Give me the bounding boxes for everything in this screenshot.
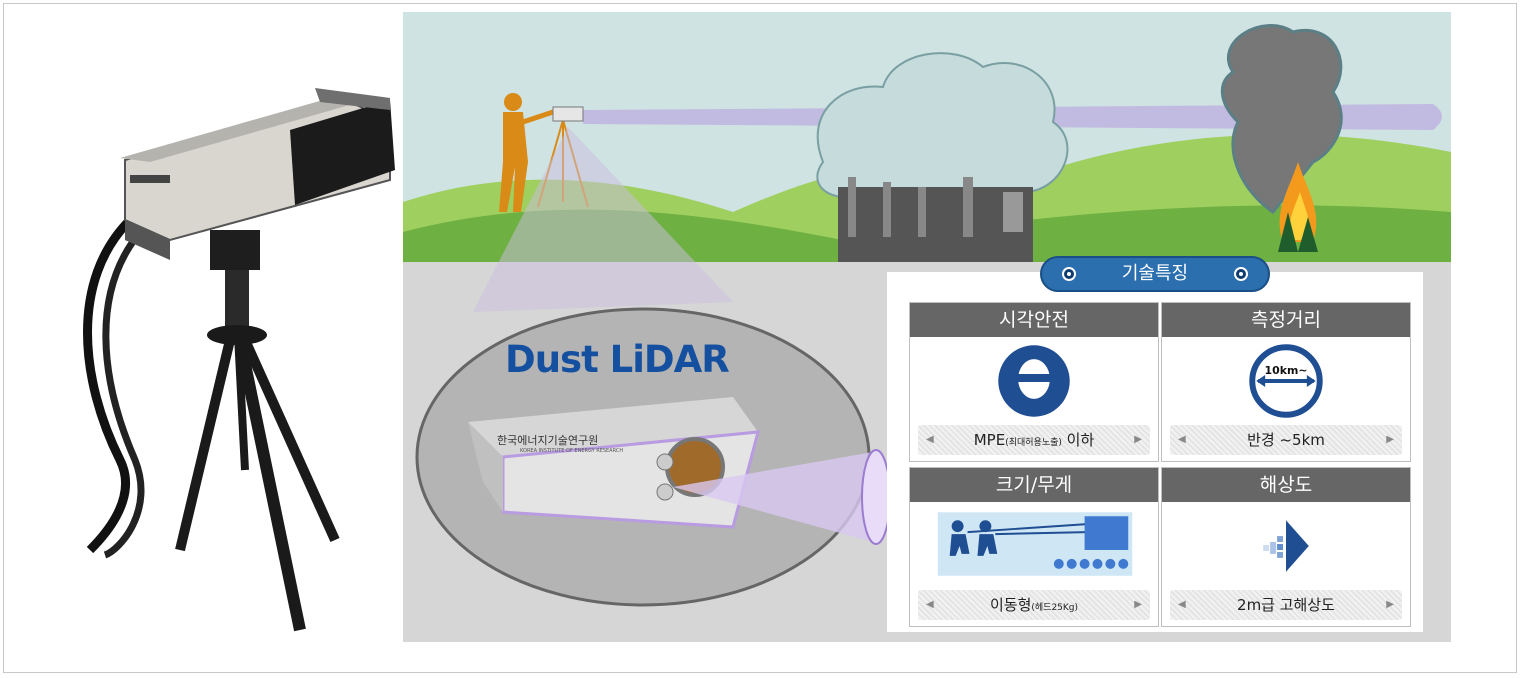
pulling-load-icon xyxy=(937,512,1133,576)
arrow-left-icon: ◀ xyxy=(1178,599,1186,610)
feature-value-main: 2m급 고해상도 xyxy=(1237,596,1335,614)
feature-title: 크기/무게 xyxy=(910,468,1158,502)
range-circle-icon: 10km~ xyxy=(1249,344,1323,418)
device-brand-en: KOREA INSTITUTE OF ENERGY RESEARCH xyxy=(520,448,624,454)
feature-value-sub: (헤드25Kg) xyxy=(1031,603,1079,613)
range-icon-label: 10km~ xyxy=(1265,364,1308,377)
feature-card-visual-safety: 시각안전 ◀ MPE(최대허용노출) 이하 ▶ xyxy=(909,302,1159,462)
arrow-right-icon: ▶ xyxy=(1386,434,1394,445)
feature-value-main: 이동형 xyxy=(989,596,1032,614)
pill-dot-left xyxy=(1062,267,1076,281)
feature-value-tail: 이하 xyxy=(1066,431,1095,449)
arrow-left-icon: ◀ xyxy=(926,434,934,445)
arrow-left-icon: ◀ xyxy=(926,599,934,610)
arrow-right-icon: ▶ xyxy=(1386,599,1394,610)
feature-title: 측정거리 xyxy=(1162,303,1410,337)
figure-frame xyxy=(3,3,1517,673)
feature-value: ◀ 2m급 고해상도 ▶ xyxy=(1170,590,1402,620)
feature-title: 시각안전 xyxy=(910,303,1158,337)
resolution-diamond-icon xyxy=(1263,520,1309,572)
feature-title: 해상도 xyxy=(1162,468,1410,502)
device-brand-ko: 한국에너지기술연구원 xyxy=(497,434,599,447)
device-brand-label: 한국에너지기술연구원 xyxy=(497,432,598,448)
feature-value-main: MPE xyxy=(973,431,1006,449)
feature-value: ◀ MPE(최대허용노출) 이하 ▶ xyxy=(918,425,1150,455)
panel-title: 기술특징 xyxy=(1121,263,1189,284)
product-title: Dust LiDAR xyxy=(505,338,730,381)
feature-value-main: 반경 ~5km xyxy=(1247,431,1325,449)
feature-value: ◀ 이동형(헤드25Kg) ▶ xyxy=(918,590,1150,620)
feature-card-resolution: 해상도 ◀ 2m급 고해상도 ▶ xyxy=(1161,467,1411,627)
safety-goggles-icon xyxy=(998,345,1070,417)
feature-card-size-weight: 크기/무게 ◀ 이동형(헤드25Kg) ▶ xyxy=(909,467,1159,627)
panel-title-pill: 기술특징 xyxy=(1040,256,1270,292)
arrow-right-icon: ▶ xyxy=(1134,434,1142,445)
feature-value-sub: (최대허용노출) xyxy=(1005,438,1062,448)
feature-value: ◀ 반경 ~5km ▶ xyxy=(1170,425,1402,455)
arrow-right-icon: ▶ xyxy=(1134,599,1142,610)
feature-card-range: 측정거리 10km~ ◀ 반경 ~5km ▶ xyxy=(1161,302,1411,462)
pill-dot-right xyxy=(1234,267,1248,281)
arrow-left-icon: ◀ xyxy=(1178,434,1186,445)
lidar-device-photo xyxy=(83,88,395,632)
